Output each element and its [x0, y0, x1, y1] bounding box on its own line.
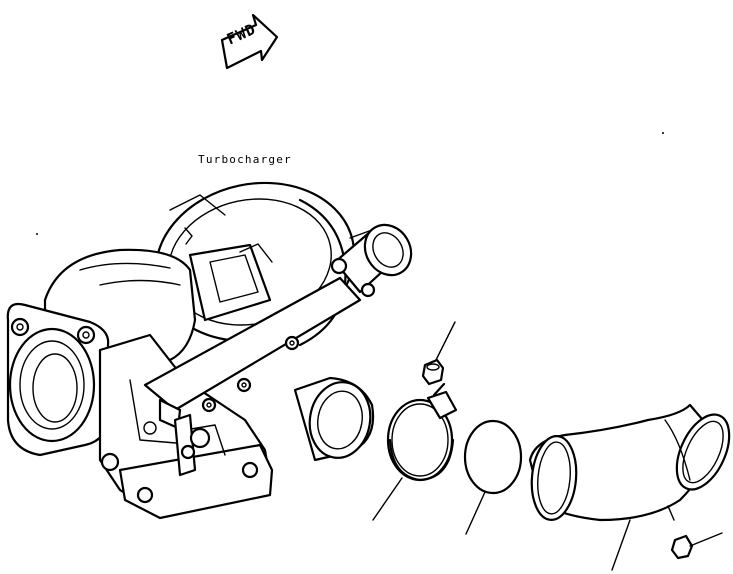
fwd-arrow-icon [220, 13, 279, 70]
gasket-part [463, 419, 523, 535]
hose-clamp-part [372, 382, 458, 521]
mounting-flange [118, 443, 274, 520]
turbocharger-label: Turbocharger [198, 153, 292, 166]
elbow-hose-part [528, 403, 731, 571]
nut-part [421, 321, 456, 386]
fitting-part [670, 532, 723, 560]
inlet-port [8, 327, 96, 443]
turbocharger-assembly [6, 181, 413, 520]
